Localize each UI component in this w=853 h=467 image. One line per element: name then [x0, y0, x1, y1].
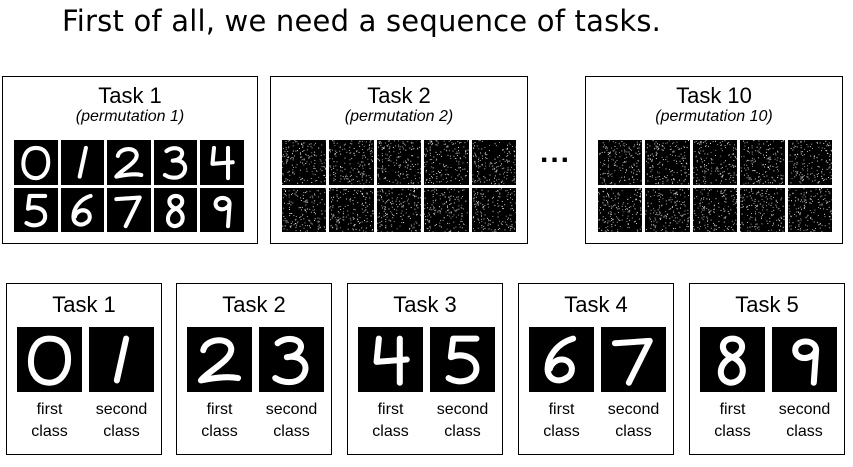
digit-image-5	[14, 187, 58, 232]
first-class-label: first class	[714, 401, 751, 440]
permuted-image	[329, 140, 374, 185]
second-class-label: second class	[778, 401, 831, 440]
digit-image-4	[200, 140, 244, 185]
first-class-label: first class	[372, 401, 409, 440]
digit-image-7	[107, 187, 151, 232]
permuted-task-2-title: Task 2	[367, 83, 431, 108]
permuted-image	[787, 140, 832, 185]
permuted-task-1-subtitle: (permutation 1)	[75, 108, 185, 125]
digit-image-6	[60, 187, 105, 232]
digit-image-9	[200, 187, 244, 232]
permuted-image	[598, 140, 643, 185]
permuted-image	[645, 187, 690, 232]
permuted-image	[692, 140, 738, 185]
permuted-image	[787, 187, 832, 232]
permuted-image	[471, 140, 516, 185]
split-task-box: Task 4 first class second class	[518, 283, 674, 455]
digit-image-0	[17, 327, 82, 392]
first-class-label: first class	[543, 401, 580, 440]
digit-image-5	[430, 327, 495, 392]
permuted-image	[471, 187, 516, 232]
second-class-label: second class	[265, 401, 318, 440]
split-task-title: Task 3	[393, 292, 457, 317]
permuted-image	[424, 187, 469, 232]
digit-image-2	[107, 140, 151, 185]
permuted-task-10-grid	[598, 140, 832, 232]
permuted-task-10-title: Task 10	[676, 83, 752, 108]
digit-image-1	[60, 140, 105, 185]
permuted-task-10-box: Task 10 (permutation 10)	[585, 76, 843, 244]
second-class-label: second class	[607, 401, 660, 440]
permuted-task-10-subtitle: (permutation 10)	[655, 108, 773, 125]
split-task-box: Task 2 first class second class	[176, 283, 332, 455]
split-task-box: Task 5 first class second class	[689, 283, 845, 455]
digit-image-0	[14, 140, 58, 185]
digit-image-2	[187, 327, 252, 392]
permuted-task-2-subtitle: (permutation 2)	[344, 108, 454, 125]
digit-image-8	[700, 327, 765, 392]
digit-image-3	[153, 140, 198, 185]
digit-image-6	[529, 327, 594, 392]
permuted-image	[692, 187, 738, 232]
split-task-title: Task 4	[564, 292, 628, 317]
second-class-label: second class	[436, 401, 489, 440]
permuted-image	[740, 140, 785, 185]
digit-image-4	[358, 327, 423, 392]
permuted-image	[376, 140, 422, 185]
permuted-image	[376, 187, 422, 232]
permuted-image	[282, 140, 327, 185]
permuted-task-2-box: Task 2 (permutation 2)	[270, 76, 528, 244]
digit-image-7	[601, 327, 666, 392]
split-task-title: Task 2	[222, 292, 286, 317]
permuted-image	[645, 140, 690, 185]
split-task-title: Task 5	[735, 292, 799, 317]
permuted-task-1-box: Task 1 (permutation 1)	[2, 76, 258, 244]
permuted-task-2-grid	[282, 140, 516, 232]
permuted-task-1-title: Task 1	[98, 83, 162, 108]
split-task-title: Task 1	[52, 292, 116, 317]
permuted-image	[424, 140, 469, 185]
permuted-image	[329, 187, 374, 232]
split-task-box: Task 3 first class second class	[347, 283, 503, 455]
second-class-label: second class	[95, 401, 148, 440]
slide-heading: First of all, we need a sequence of task…	[62, 4, 662, 38]
tasks-ellipsis: ...	[540, 136, 572, 169]
first-class-label: first class	[201, 401, 238, 440]
permuted-task-1-grid	[14, 140, 244, 232]
digit-image-3	[259, 327, 324, 392]
split-task-box: Task 1 first class second class	[6, 283, 162, 455]
digit-image-8	[153, 187, 198, 232]
digit-image-1	[89, 327, 154, 392]
first-class-label: first class	[31, 401, 68, 440]
permuted-image	[598, 187, 643, 232]
permuted-image	[282, 187, 327, 232]
permuted-image	[740, 187, 785, 232]
digit-image-9	[772, 327, 837, 392]
